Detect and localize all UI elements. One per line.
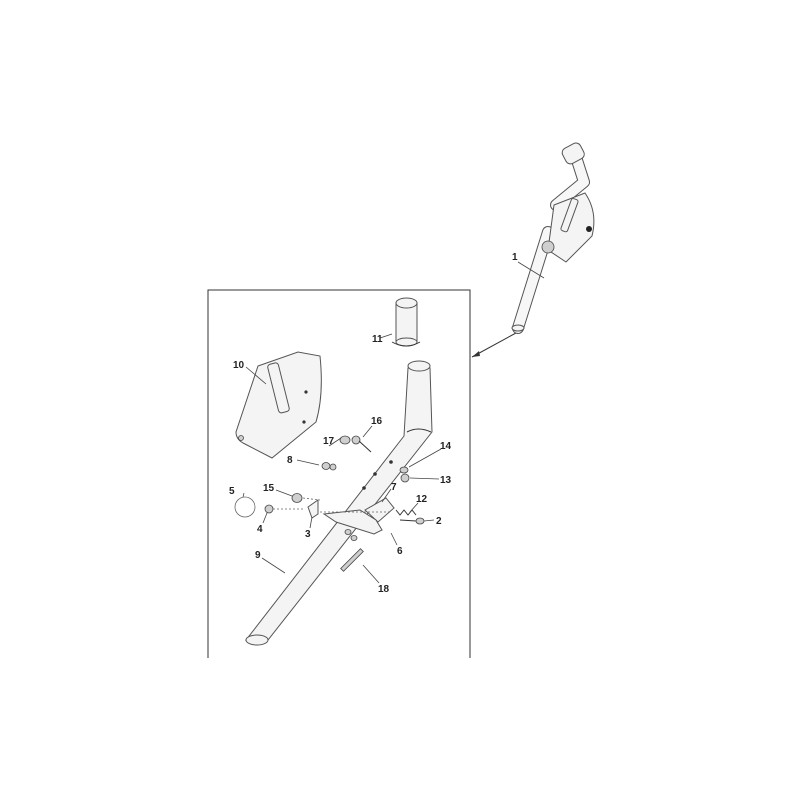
main-handle-tube-part-9 xyxy=(244,360,433,646)
part-label-12: 12 xyxy=(416,494,428,505)
part-5-knob xyxy=(234,496,256,518)
part-6-link xyxy=(322,509,383,535)
part-16-screw xyxy=(351,435,372,453)
part-label-4: 4 xyxy=(257,524,263,535)
part-17-nut xyxy=(339,435,351,445)
part-13-nut xyxy=(400,473,410,483)
part-label-5: 5 xyxy=(229,486,235,497)
part-12-spring xyxy=(395,509,417,516)
part-label-13: 13 xyxy=(440,475,452,486)
part-18-pin xyxy=(340,548,364,572)
part-label-7: 7 xyxy=(391,482,397,493)
part-label-8: 8 xyxy=(287,455,293,466)
assembly-callout-arrow xyxy=(471,332,517,358)
part-label-18: 18 xyxy=(378,584,390,595)
part-8-nut xyxy=(321,462,337,471)
part-label-9: 9 xyxy=(255,550,261,561)
part-label-11: 11 xyxy=(372,334,383,345)
part-label-1: 1 xyxy=(512,252,518,263)
part-label-15: 15 xyxy=(263,483,275,494)
part-3-lever xyxy=(307,499,319,519)
assembly-guide-lines xyxy=(273,497,392,513)
cover-plate-part-10 xyxy=(235,351,322,459)
leader-lines xyxy=(242,261,545,584)
part-2-bolt xyxy=(399,517,425,525)
hand-grip-part-11 xyxy=(391,297,421,347)
exploded-view-frame xyxy=(207,289,471,658)
part-14-washer xyxy=(399,466,409,474)
part-label-17: 17 xyxy=(323,436,335,447)
assembled-handle-part-1 xyxy=(511,142,595,334)
part-label-16: 16 xyxy=(371,416,383,427)
part-label-6: 6 xyxy=(397,546,403,557)
part-label-3: 3 xyxy=(305,529,311,540)
part-label-2: 2 xyxy=(436,516,442,527)
part-label-14: 14 xyxy=(440,441,452,452)
part-label-10: 10 xyxy=(233,360,245,371)
part-4-nut xyxy=(264,504,274,514)
washers xyxy=(344,529,358,541)
part-15-nut xyxy=(291,493,303,503)
